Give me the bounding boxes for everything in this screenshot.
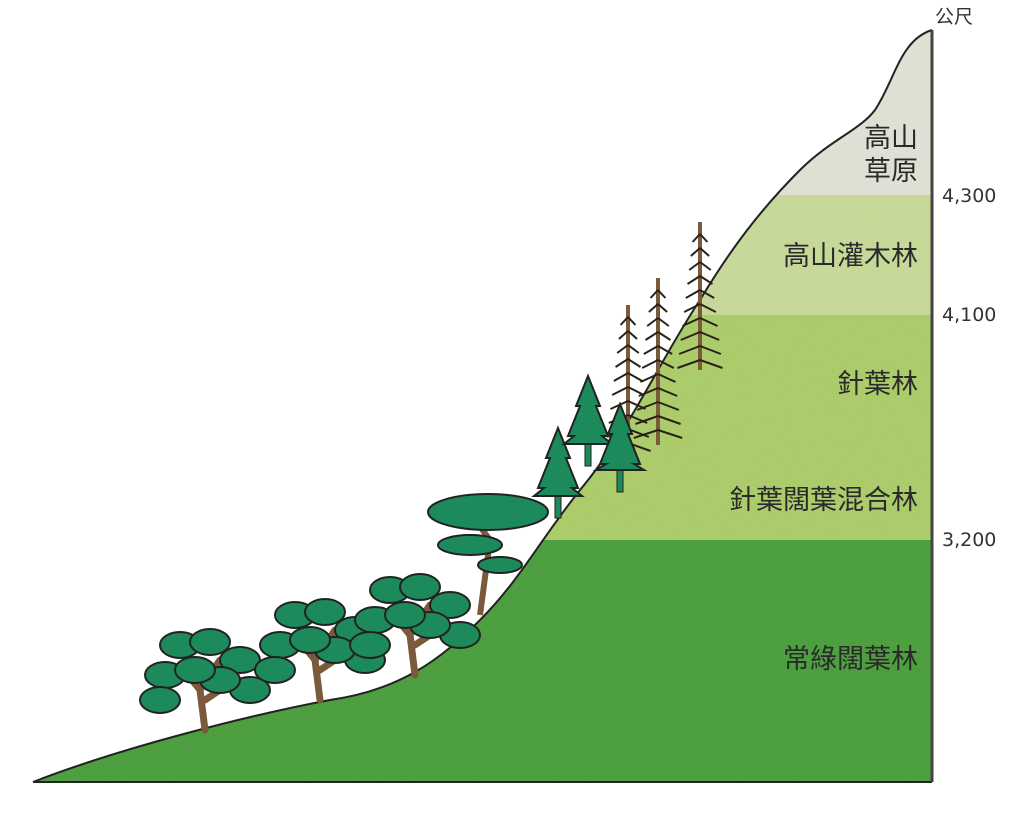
zone-label-evergreen: 常綠闊葉林 — [783, 644, 918, 675]
pine-tree-icon — [427, 493, 549, 616]
zone-label-line: 草原 — [864, 156, 918, 187]
dead-conifer-icon — [677, 222, 723, 370]
unit-label: 公尺 — [935, 6, 974, 28]
broadleaf-tree-icon — [139, 628, 271, 734]
zone-label-conifer: 針葉林 — [837, 369, 918, 400]
dead-conifer-icon — [633, 278, 683, 445]
broadleaf-tree-icon — [349, 573, 481, 679]
tick-4300: 4,300 — [942, 185, 997, 207]
tick-3200: 3,200 — [942, 529, 997, 551]
zone-label-mixed: 針葉闊葉混合林 — [729, 485, 918, 516]
zone-label-alpine-meadow: 高山 草原 — [864, 122, 918, 188]
conifer-tree-icon — [531, 425, 585, 519]
conifer-tree-icon — [592, 401, 648, 493]
zone-label-line: 高山 — [864, 123, 918, 154]
tick-4100: 4,100 — [942, 304, 997, 326]
zone-label-alpine-shrub: 高山灌木林 — [783, 241, 918, 272]
conifer-tree-icon — [561, 373, 615, 467]
